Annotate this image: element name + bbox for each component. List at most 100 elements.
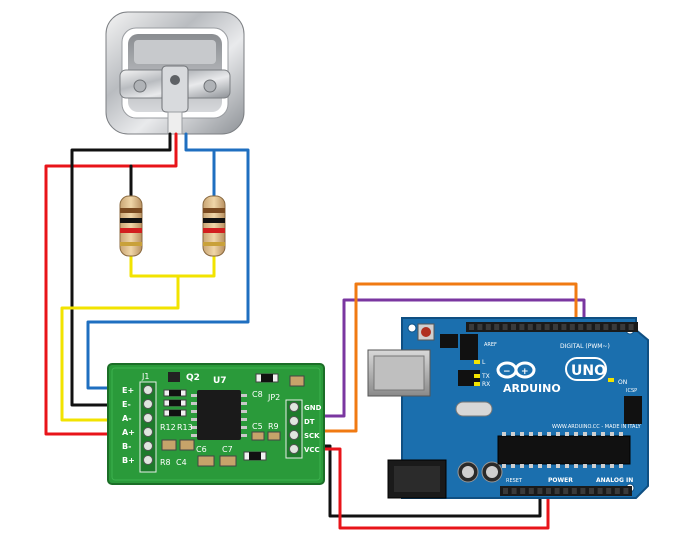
wire-red-vcc xyxy=(320,447,550,530)
digital-pin xyxy=(494,324,500,330)
power-analog-pin xyxy=(520,488,526,494)
label-r13: R13 xyxy=(177,423,193,432)
resistor-left xyxy=(119,195,143,257)
power-analog-pin xyxy=(546,488,551,494)
power-analog-pin xyxy=(563,488,569,494)
aref-label: AREF xyxy=(484,342,497,348)
label-c4: C4 xyxy=(176,458,187,467)
arduino-model: UNO xyxy=(571,363,606,379)
wire-black-load-cell xyxy=(70,132,172,407)
label-c6: C6 xyxy=(196,445,207,454)
power-analog-pin xyxy=(606,488,612,494)
arduino-logo: − + xyxy=(496,361,536,379)
digital-pin xyxy=(620,324,626,330)
load-cell xyxy=(105,11,245,135)
hx711-pin-label-left: B- xyxy=(122,442,131,451)
website-label: WWW.ARDUINO.CC - MADE IN ITALY xyxy=(552,424,642,430)
digital-pin xyxy=(595,324,600,330)
wire-purple-dt xyxy=(320,298,586,418)
hx711-board: E+ E- A- A+ B- B+ GND DT SCK VCC U7 Q2 xyxy=(107,363,325,485)
digital-header xyxy=(466,322,638,332)
power-analog-pin xyxy=(503,488,508,494)
label-c5: C5 xyxy=(252,422,263,431)
digital-pin xyxy=(628,324,634,330)
power-analog-pin xyxy=(623,488,629,494)
digital-pin xyxy=(527,324,533,330)
digital-pin xyxy=(485,324,491,330)
digital-pin xyxy=(469,324,474,330)
transistor-label-q2: Q2 xyxy=(186,373,200,383)
chip-label-u7: U7 xyxy=(213,376,227,386)
digital-pin xyxy=(536,324,542,330)
label-j1: J1 xyxy=(141,372,149,381)
power-label: POWER xyxy=(548,477,573,484)
icsp-header xyxy=(460,334,642,424)
power-analog-pin xyxy=(589,488,594,494)
hx711-pin-label-left: E- xyxy=(122,400,131,409)
resistor-right xyxy=(202,195,226,257)
power-analog-header xyxy=(500,486,632,496)
digital-pin xyxy=(502,324,508,330)
l-label: L xyxy=(482,359,486,366)
hx711-pin-label-left: E+ xyxy=(122,386,134,395)
digital-pin xyxy=(611,324,617,330)
power-analog-pin xyxy=(537,488,543,494)
digital-label: DIGITAL (PWM~) xyxy=(560,343,610,350)
svg-text:+: + xyxy=(521,367,529,377)
hx711-pin-label-left: B+ xyxy=(122,456,135,465)
power-jack xyxy=(387,459,447,499)
label-jp2: JP2 xyxy=(267,393,280,402)
hx711-pin-label-right: VCC xyxy=(304,446,320,454)
wire-red-load-cell xyxy=(44,132,178,436)
capacitors xyxy=(457,461,503,483)
power-analog-pin xyxy=(571,488,577,494)
atmega-chip xyxy=(497,432,631,468)
on-label: ON xyxy=(618,379,627,386)
arduino-uno-board: − + ARDUINO UNO DIGITAL (PWM~) POWER ANA… xyxy=(367,317,649,499)
power-analog-pin xyxy=(580,488,586,494)
hx711-left-header xyxy=(139,381,157,473)
digital-pin xyxy=(477,324,483,330)
hx711-pin-label-right: SCK xyxy=(304,432,320,440)
hx711-right-header xyxy=(285,399,303,459)
crystal xyxy=(455,401,493,417)
power-analog-pin xyxy=(528,488,534,494)
wire-yellow xyxy=(60,274,180,422)
hx711-pin-label-left: A+ xyxy=(122,428,135,437)
wire-blue-load-cell xyxy=(86,132,250,390)
hx711-pin-label-right: DT xyxy=(304,418,315,426)
digital-pin xyxy=(561,324,567,330)
digital-pin xyxy=(603,324,609,330)
reset-button xyxy=(417,323,435,341)
label-r12: R12 xyxy=(160,423,176,432)
hx711-smd-parts xyxy=(161,373,305,467)
power-analog-pin xyxy=(597,488,603,494)
wire-black-gnd xyxy=(320,444,542,518)
wire-orange-sck xyxy=(320,282,578,433)
tx-label: TX xyxy=(481,373,490,380)
label-r9: R9 xyxy=(268,422,279,431)
digital-pin xyxy=(553,324,558,330)
wires xyxy=(44,132,586,530)
digital-pin xyxy=(569,324,575,330)
digital-pin xyxy=(544,324,550,330)
digital-pin xyxy=(578,324,584,330)
icsp-label: ICSP xyxy=(626,388,637,394)
label-r8: R8 xyxy=(160,458,171,467)
svg-text:−: − xyxy=(503,367,511,377)
power-analog-pin xyxy=(511,488,517,494)
usb-port xyxy=(367,349,431,397)
arduino-brand: ARDUINO xyxy=(503,382,561,395)
digital-pin xyxy=(586,324,592,330)
rx-label: RX xyxy=(482,381,490,388)
label-c8: C8 xyxy=(252,390,263,399)
hx711-pin-label-left: A- xyxy=(122,414,132,423)
power-analog-pin xyxy=(614,488,620,494)
hx711-chip xyxy=(191,390,247,440)
hx711-pin-label-right: GND xyxy=(304,404,322,412)
analog-label: ANALOG IN xyxy=(596,477,633,484)
digital-pin xyxy=(511,324,516,330)
digital-pin xyxy=(519,324,525,330)
label-c7: C7 xyxy=(222,445,233,454)
